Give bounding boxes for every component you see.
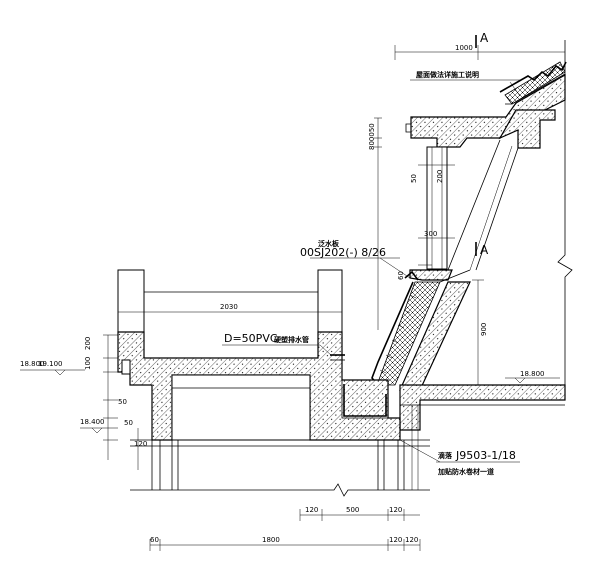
dimension-lines — [103, 45, 565, 551]
drain-ref: J9503-1/18 — [455, 449, 516, 462]
right-floor-slab — [399, 40, 573, 490]
waterproof-note: 加贴防水卷材一道 — [437, 467, 494, 476]
pvc-pipe — [330, 354, 345, 361]
dim-column-200: 200 — [436, 170, 444, 183]
dim-bottom-120b: 120 — [389, 506, 402, 514]
dim-ledge-60: 60 — [397, 271, 405, 280]
dim-eave-heights: 800050 — [368, 123, 376, 150]
drain-ref-prefix: 滴落 — [438, 451, 453, 460]
roof-note: 屋面做法详施工说明 — [416, 70, 479, 79]
pipe-note: 硬塑排水管 — [274, 335, 309, 344]
upper-eave — [405, 61, 567, 271]
dim-bottom-1800: 1800 — [262, 536, 280, 544]
dim-bottom-60: 60 — [150, 536, 159, 544]
dim-gutter-span: 2030 — [220, 303, 238, 311]
dim-left-100: 100 — [84, 357, 92, 370]
elev-left-c: 18.400 — [80, 418, 105, 426]
dim-left-50b: 50 — [124, 419, 133, 427]
dim-column-300: 300 — [424, 230, 437, 238]
dim-right-900: 900 — [480, 323, 488, 336]
section-mark-middle: A — [480, 243, 489, 257]
flashing-label: 泛水板 — [318, 239, 340, 248]
dim-bottom-120c: 120 — [389, 536, 402, 544]
dim-bottom-120d: 120 — [405, 536, 418, 544]
dim-left-200: 200 — [84, 337, 92, 350]
dim-bottom-500: 500 — [346, 506, 359, 514]
elev-left-b: 19.100 — [38, 360, 63, 368]
elev-right: 18.800 — [520, 370, 545, 378]
sloped-roof-panel — [371, 269, 471, 391]
section-mark-top: A — [480, 31, 489, 45]
pipe-label: D=50PVC — [224, 332, 278, 345]
gutter-body — [117, 269, 430, 497]
dim-left-120: 120 — [134, 440, 147, 448]
elev-left-a: 18.800 — [20, 360, 45, 368]
dim-top-width: 1000 — [455, 44, 473, 52]
flashing-ref: 00SJ202(-) 8/26 — [300, 246, 386, 259]
dim-bottom-120a: 120 — [305, 506, 318, 514]
section-marks: A A — [475, 31, 489, 257]
dim-column-50: 50 — [410, 174, 418, 183]
leader-lines — [20, 79, 560, 463]
dim-left-50a: 50 — [118, 398, 127, 406]
